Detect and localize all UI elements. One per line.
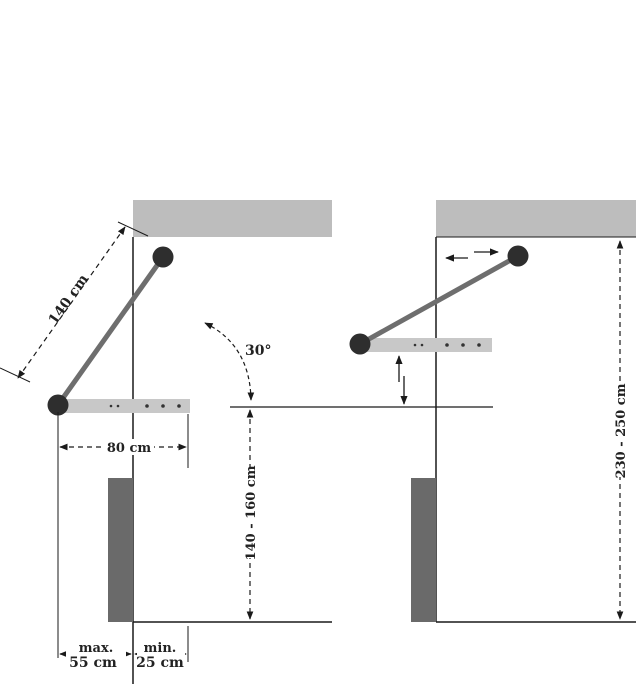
left-upper-joint (152, 246, 174, 268)
min-word-label: min. (144, 641, 177, 656)
right-column (411, 478, 436, 622)
right-rail-holes (413, 343, 481, 347)
right-height-label: 230 - 250 cm (614, 383, 629, 478)
left-panel: 140 cm 30° 80 cm 140 - 160 cm max. 55 cm… (0, 200, 493, 684)
left-rail-holes (109, 404, 181, 408)
height-label-bg (241, 468, 259, 558)
left-bracket-rail (60, 399, 190, 413)
diag-extension-top (117, 221, 149, 237)
max-label-bg (66, 640, 126, 668)
max-value-label: 55 cm (69, 655, 117, 671)
height-label: 140 - 160 cm (244, 465, 259, 560)
min-value-label: 25 cm (136, 655, 184, 671)
right-ceiling-slab (436, 200, 636, 237)
diag-extension-bottom (0, 367, 31, 383)
left-column (108, 478, 133, 622)
right-lower-joint (349, 333, 371, 355)
right-arm-rod (357, 253, 521, 347)
diag-dimension-line (17, 226, 126, 379)
width-label-bg (104, 439, 154, 455)
min-label-bg (137, 640, 185, 668)
width-label: 80 cm (107, 441, 152, 456)
right-upper-joint (507, 245, 529, 267)
left-ceiling-slab (133, 200, 332, 237)
max-word-label: max. (79, 641, 113, 656)
left-lower-joint (47, 394, 69, 416)
right-height-label-bg (611, 385, 629, 477)
right-panel: 230 - 250 cm (349, 200, 636, 623)
right-bracket-rail (362, 338, 492, 352)
angle-arc (204, 322, 255, 401)
diag-length-label: 140 cm (46, 271, 92, 327)
angle-label: 30° (245, 343, 271, 359)
